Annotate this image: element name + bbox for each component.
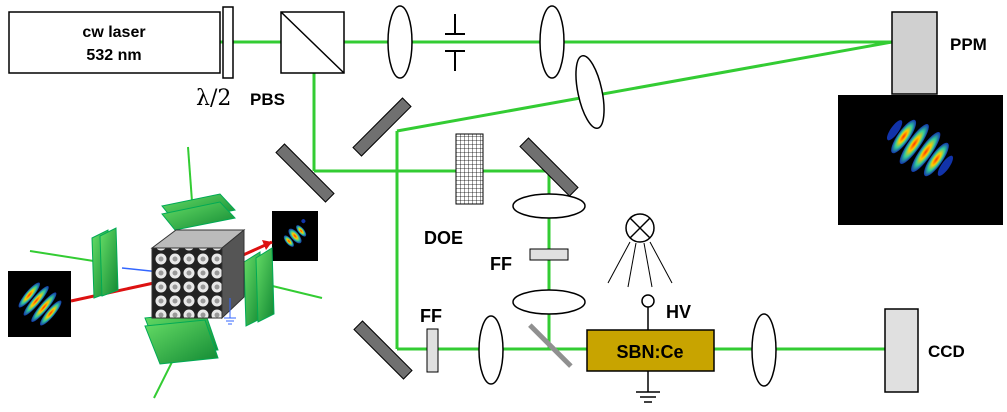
laser-label-line2: 532 nm — [86, 47, 141, 64]
hv-label: HV — [666, 302, 691, 322]
halfwave-label: λ/2 — [196, 86, 231, 111]
ppm-label: PPM — [950, 35, 987, 54]
lamp-icon — [607, 213, 673, 288]
lens-3 — [575, 54, 605, 130]
laser-label-line1: cw laser — [82, 24, 145, 41]
writing-plate-top — [161, 193, 236, 231]
mirror-4 — [353, 320, 413, 380]
ccd-camera: CCD — [884, 308, 965, 393]
lens-2 — [539, 5, 565, 79]
lens-6 — [478, 315, 504, 385]
photonic-lattice-inset — [8, 146, 323, 399]
ff-label-vertical: FF — [490, 254, 512, 274]
input-beam-image — [8, 271, 71, 337]
ccd-label: CCD — [928, 342, 965, 361]
crystal-label: SBN:Ce — [616, 342, 683, 362]
cw-laser: cw laser 532 nm — [8, 11, 221, 74]
ground-icon — [636, 371, 660, 403]
hv-electrode: HV — [641, 294, 691, 330]
beam-splitter-plate — [528, 323, 573, 368]
half-wave-plate: λ/2 — [196, 6, 234, 111]
ppm-output-image — [838, 95, 1003, 225]
diffractive-optical-element: DOE — [424, 133, 484, 248]
lens-7 — [751, 313, 777, 387]
sbn-crystal: SBN:Ce — [586, 329, 715, 372]
ff-label-horizontal: FF — [420, 306, 442, 326]
iris-icon — [445, 14, 465, 71]
lens-4 — [512, 193, 586, 219]
lattice-cube — [150, 228, 246, 320]
fourier-filter-horizontal — [426, 328, 439, 373]
lens-1 — [387, 5, 413, 79]
pbs-label: PBS — [250, 90, 285, 109]
lens-5 — [512, 289, 586, 315]
mirror-2 — [275, 143, 335, 203]
polarizing-beam-splitter: PBS — [250, 11, 345, 109]
writing-plate-left — [91, 227, 119, 299]
output-beam-image — [272, 211, 318, 261]
mirror-3 — [519, 137, 579, 197]
writing-plate-bottom — [144, 311, 219, 365]
mirror-1 — [352, 97, 412, 157]
phase-modulator-ppm: PPM — [891, 11, 987, 95]
doe-label: DOE — [424, 228, 463, 248]
writing-plate-right — [243, 247, 275, 327]
fourier-filter-vertical — [529, 248, 569, 261]
